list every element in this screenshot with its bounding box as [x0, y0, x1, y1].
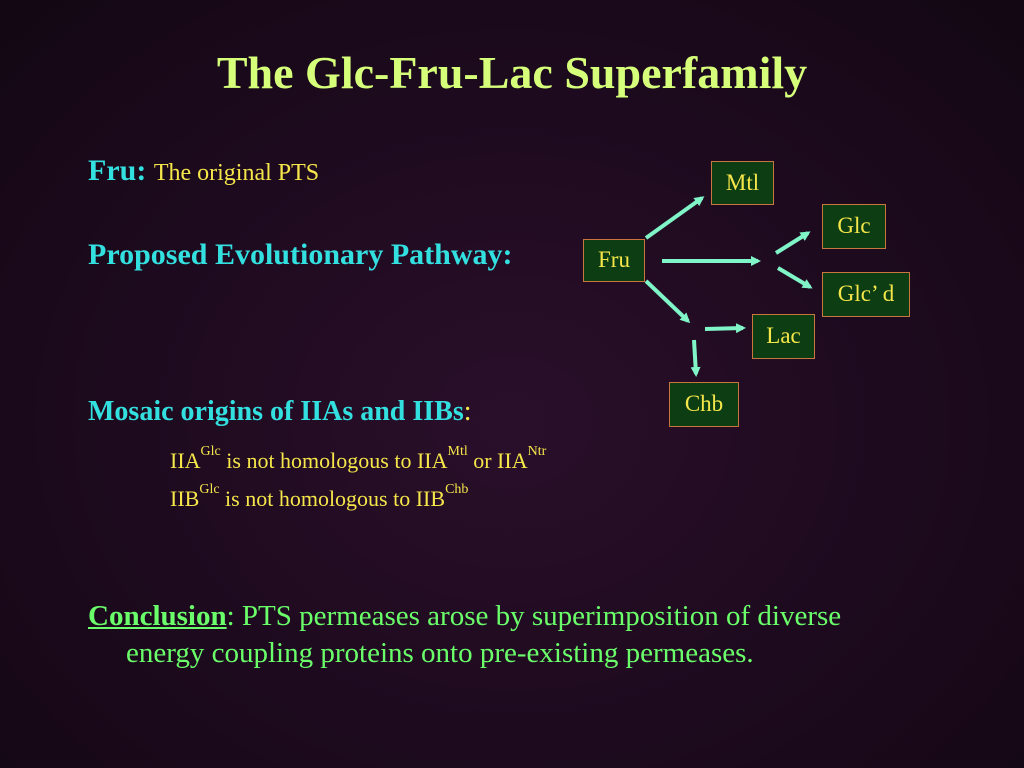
arrow-fru-to-lac-branch [644, 279, 691, 324]
slide-title: The Glc-Fru-Lac Superfamily [216, 47, 808, 98]
mosaic-heading-text: Mosaic origins of IIAs and IIBs [88, 396, 464, 427]
text-iib: IIB [170, 486, 200, 511]
arrow-to-lac [704, 323, 746, 334]
conclusion-text: : PTS permeases arose by superimposition… [126, 600, 842, 669]
node-fru: Fru [583, 239, 645, 282]
arrow-to-glc [774, 231, 811, 255]
arrow-to-chb [690, 339, 701, 377]
sup-glc: Glc [200, 444, 221, 459]
node-lac: Lac [752, 314, 815, 359]
sup-glc: Glc [199, 482, 220, 497]
node-glc: Glc [822, 204, 886, 249]
node-mtl: Mtl [711, 161, 774, 205]
pathway-label: Proposed Evolutionary Pathway: [88, 238, 513, 271]
text-not-homologous: is not homologous to IIB [219, 486, 446, 511]
fru-label: Fru: [88, 154, 147, 187]
mosaic-line-iia: IIAGlc is not homologous to IIAMtl or II… [170, 444, 546, 474]
node-glcd: Glc’ d [822, 272, 910, 317]
conclusion-heading: Conclusion [88, 600, 227, 632]
conclusion: Conclusion: PTS permeases arose by super… [88, 598, 926, 672]
arrow-to-glcd [776, 266, 813, 289]
fru-line: Fru: The original PTS [88, 154, 319, 188]
text-iia: IIA [170, 448, 201, 473]
fru-description: The original PTS [153, 160, 320, 186]
mosaic-colon: : [463, 396, 472, 427]
sup-chb: Chb [445, 482, 469, 497]
text-not-homologous: is not homologous to IIA [220, 448, 448, 473]
text-or-iia: or IIA [467, 448, 528, 473]
mosaic-line-iib: IIBGlc is not homologous to IIBChb [170, 482, 468, 512]
sup-mtl: Mtl [447, 444, 468, 459]
mosaic-heading: Mosaic origins of IIAs and IIBs: [88, 396, 472, 428]
sup-ntr: Ntr [527, 444, 547, 459]
node-chb: Chb [669, 382, 739, 427]
arrow-fru-to-mtl [644, 196, 705, 240]
